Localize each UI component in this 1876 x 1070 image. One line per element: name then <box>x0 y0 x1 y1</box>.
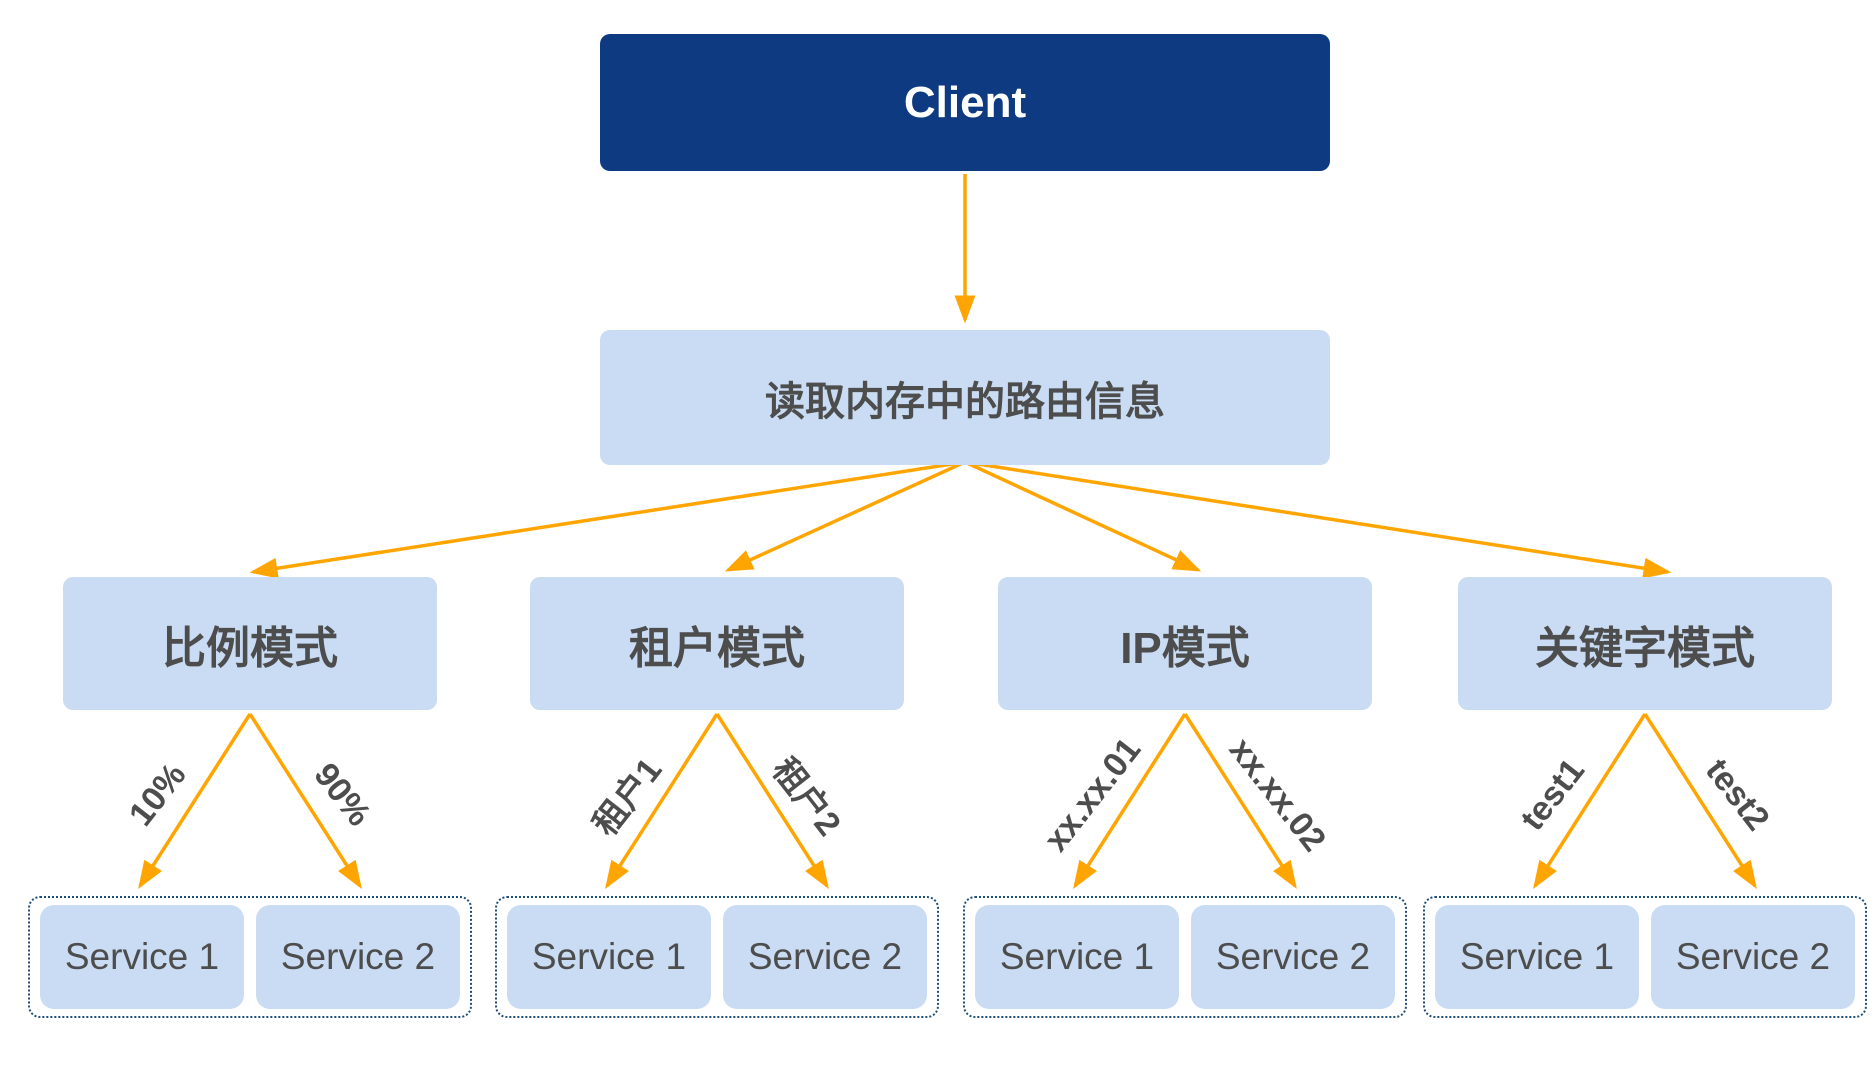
service-group-container: Service 1 Service 2 <box>1423 896 1867 1018</box>
service-node: Service 2 <box>256 905 460 1009</box>
service-group-container: Service 1 Service 2 <box>963 896 1407 1018</box>
service-node: Service 1 <box>40 905 244 1009</box>
branch-label-right: 90% <box>306 756 379 834</box>
branch-label-right: 租户2 <box>764 751 848 844</box>
branch-label-right: test2 <box>1697 751 1777 838</box>
service-node: Service 1 <box>975 905 1179 1009</box>
service-group-container: Service 1 Service 2 <box>28 896 472 1018</box>
service-node: Service 2 <box>723 905 927 1009</box>
service-node: Service 2 <box>1651 905 1855 1009</box>
service-group-container: Service 1 Service 2 <box>495 896 939 1018</box>
mode-group-keyword: 关键字模式 test1 test2 Service 1 Service 2 <box>1423 577 1867 1018</box>
mode-node-ratio: 比例模式 <box>63 577 437 710</box>
branch-label-right: xx.xx.02 <box>1221 730 1334 859</box>
branch-label-left: xx.xx.01 <box>1036 730 1149 859</box>
router-node: 读取内存中的路由信息 <box>600 330 1330 465</box>
mode-group-ip: IP模式 xx.xx.01 xx.xx.02 Service 1 Service… <box>963 577 1407 1018</box>
service-node: Service 2 <box>1191 905 1395 1009</box>
branch-label-left: 10% <box>121 756 194 834</box>
mode-group-tenant: 租户模式 租户1 租户2 Service 1 Service 2 <box>495 577 939 1018</box>
client-node: Client <box>600 34 1330 171</box>
mode-node-tenant: 租户模式 <box>530 577 904 710</box>
mode-group-ratio: 比例模式 10% 90% Service 1 Service 2 <box>28 577 472 1018</box>
service-node: Service 1 <box>507 905 711 1009</box>
service-node: Service 1 <box>1435 905 1639 1009</box>
mode-node-ip: IP模式 <box>998 577 1372 710</box>
mode-node-keyword: 关键字模式 <box>1458 577 1832 710</box>
branch-label-left: test1 <box>1513 751 1593 838</box>
branch-label-left: 租户1 <box>586 751 670 844</box>
